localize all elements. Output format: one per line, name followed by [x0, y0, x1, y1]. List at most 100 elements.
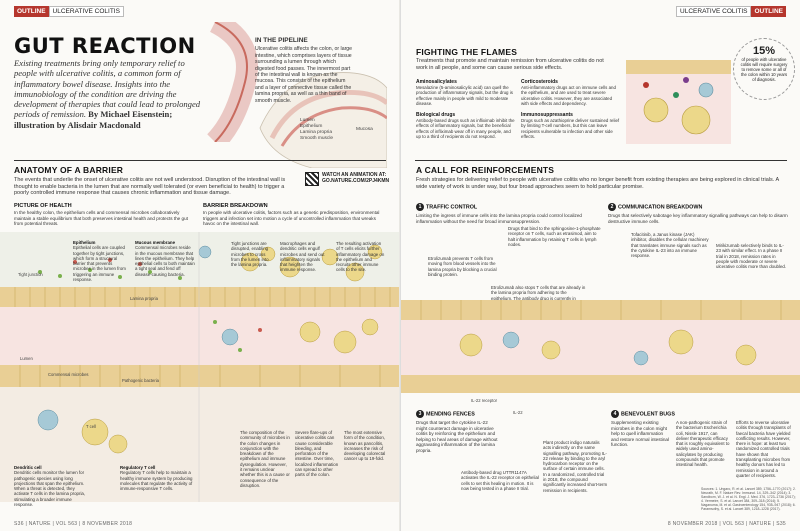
topic-tag-right: ULCERATIVE COLITIS [676, 6, 752, 17]
commensal-label: Commensal microbes [48, 372, 89, 377]
reinforcements-heading: A CALL FOR REINFORCEMENTS [416, 165, 555, 175]
byline-author: By Michael Eisenstein; [88, 109, 173, 120]
s3-note-a: Antibody-based drug UTTR1147A activates … [461, 470, 539, 491]
dendritic-desc: Dendritic cells monitor the lumen for pa… [14, 470, 86, 508]
s2-note-a: Tofacitinib, a Janus kinase (JAK) inhibi… [631, 232, 709, 259]
drug-immunosuppressants: Immunosuppressants Drugs such as azathio… [521, 112, 621, 139]
composition-note: The composition of the community of micr… [240, 430, 290, 488]
strategy-1-desc: Limiting the ingress of immune cells int… [416, 213, 582, 224]
animation-link[interactable]: WATCH AN ANIMATION AT: GO.NATURE.COM/2PJ… [322, 172, 389, 184]
layer-epithelium: Epithelium [300, 124, 323, 129]
strategy-number: 4 [611, 410, 619, 418]
lumen-label: Lumen [20, 356, 33, 361]
layer-lamina: Lamina propria [300, 130, 332, 135]
mucous-title: Mucous membrane [135, 240, 176, 245]
flames-subtitle: Treatments that promote and maintain rem… [416, 58, 604, 71]
outline-tag: OUTLINE [14, 6, 49, 17]
topic-tag: ULCERATIVE COLITIS [48, 6, 124, 17]
dendritic-title: Dendritic cell [14, 465, 42, 470]
extensive-note: The most extensive form of the condition… [344, 430, 386, 462]
epithelium-title: Epithelium [73, 240, 96, 245]
article-title: GUT REACTION [14, 34, 196, 58]
drug-corticosteroids: Corticosteroids Anti-inflammatory drugs … [521, 79, 621, 106]
mucous-note: Mucous membrane Commensal microbes resid… [135, 240, 195, 277]
intro-text: Existing treatments bring only temporary… [14, 58, 201, 120]
anatomy-heading: ANATOMY OF A BARRIER [14, 165, 124, 175]
watch-label: WATCH AN ANIMATION AT: [322, 172, 387, 178]
lamina-label: Lamina propria [130, 296, 158, 301]
strategy-number: 1 [416, 203, 424, 211]
tissue-illustration [0, 232, 400, 502]
reinforcements-subtitle: Fresh strategies for delivering relief t… [416, 177, 779, 190]
s1-note-a: Drugs that bind to the sphingosine-1-pho… [508, 226, 601, 247]
strategy-title: BENEVOLENT BUGS [621, 411, 675, 418]
strategy-4-desc: Supplementing existing microbes in the c… [611, 420, 669, 448]
breakdown-text: In people with ulcerative colitis, facto… [203, 210, 380, 227]
drug-aminosalicylates: Aminosalicylates Mesalazine (5-aminosali… [416, 79, 516, 106]
il22-receptor-label: IL-22 receptor [471, 398, 498, 403]
s1-note-b: Etrolizumab prevents T cells from moving… [428, 256, 497, 277]
pipeline-text: Ulcerative colitis affects the colon, or… [255, 46, 353, 104]
layer-lumen: Lumen [300, 118, 315, 123]
strategy-2-desc: Drugs that selectively sabotage key infl… [608, 213, 788, 224]
pathogenic-label: Pathogenic bacteria [122, 378, 160, 383]
right-footer: 8 NOVEMBER 2018 | VOL 563 | NATURE | S35 [667, 521, 786, 527]
intro-paragraph: Existing treatments bring only temporary… [14, 58, 209, 130]
dendritic-note: Dendritic cell Dendritic cells monitor t… [14, 465, 88, 507]
mucous-desc: Commensal microbes reside in the mucous … [135, 245, 195, 277]
strategy-number: 3 [416, 410, 424, 418]
flames-illustration [626, 60, 731, 144]
s4-note-b: Efforts to reverse ulcerative colitis th… [736, 420, 791, 478]
il22-label: IL-22 [513, 410, 523, 415]
s4-note-a: A non-pathogenic strain of the bacterium… [676, 420, 730, 468]
treg-desc: Regulatory T cells help to maintain a he… [120, 470, 193, 492]
health-heading: PICTURE OF HEALTH [14, 203, 72, 209]
drug-biologics: Biological drugs Antibody-based drugs su… [416, 112, 516, 139]
drug-desc: Drugs such as azathioprine deliver susta… [521, 118, 620, 139]
mucosa-label: Mucosa [356, 127, 373, 132]
drug-title: Immunosuppressants [521, 112, 573, 118]
outline-tag-right: OUTLINE [751, 6, 786, 17]
s3-note-b: Plant product indigo naturalis acts indi… [543, 440, 608, 493]
strategy-number: 2 [608, 203, 616, 211]
qr-code-icon [305, 172, 319, 186]
s2-note-b: Mirikizumab selectively binds to IL-23 w… [716, 243, 787, 270]
sources: Sources: 1. Ungaro, R. et al. Lancet 389… [701, 487, 796, 512]
colon-illustration [206, 22, 258, 142]
health-text: In the healthy colon, the epithelium cel… [14, 210, 188, 227]
breakdown-heading: BARRIER BREAKDOWN [203, 203, 268, 209]
tcell-label: T cell [86, 424, 96, 429]
tight-junction-label: Tight junction [18, 272, 43, 277]
stat-value: 15% [752, 45, 776, 57]
divider [14, 160, 386, 161]
anatomy-subtitle: The events that underlie the onset of ul… [14, 177, 286, 197]
epithelium-note: Epithelium Epithelial cells are coupled … [73, 240, 129, 282]
treg-title: Regulatory T cell [120, 465, 156, 470]
flare-note: Severe flare-ups of ulcerative colitis c… [295, 430, 339, 478]
byline-illustrator: illustration by Alisdair Macdonald [14, 119, 141, 130]
drug-desc: Anti-inflammatory drugs act on immune ce… [521, 85, 616, 106]
stat-text: of people with ulcerative colitis will r… [740, 57, 788, 82]
pipeline-title: IN THE PIPELINE [255, 37, 308, 44]
strategy-title: MENDING FENCES [426, 411, 475, 418]
divider-right [415, 160, 787, 161]
strategy-title: COMMUNICATION BREAKDOWN [618, 204, 703, 211]
layer-legend: Lumen Epithelium Lamina propria Smooth m… [300, 118, 333, 142]
pipeline-box: IN THE PIPELINE Ulcerative colitis affec… [255, 37, 355, 104]
resulting-note: The resulting activation of T cells elic… [336, 241, 385, 273]
reinforcements-illustration [401, 300, 800, 393]
flames-heading: FIGHTING THE FLAMES [416, 47, 518, 57]
watch-url[interactable]: GO.NATURE.COM/2PJ4KMN [322, 178, 390, 184]
surgery-stat: 15% of people with ulcerative colitis wi… [733, 38, 795, 100]
colon-cross-section [259, 72, 387, 168]
left-footer: S36 | NATURE | VOL 563 | 8 NOVEMBER 2018 [14, 521, 133, 527]
treg-note: Regulatory T cell Regulatory T cells hel… [120, 465, 196, 491]
layer-muscle: Smooth muscle [300, 136, 334, 141]
